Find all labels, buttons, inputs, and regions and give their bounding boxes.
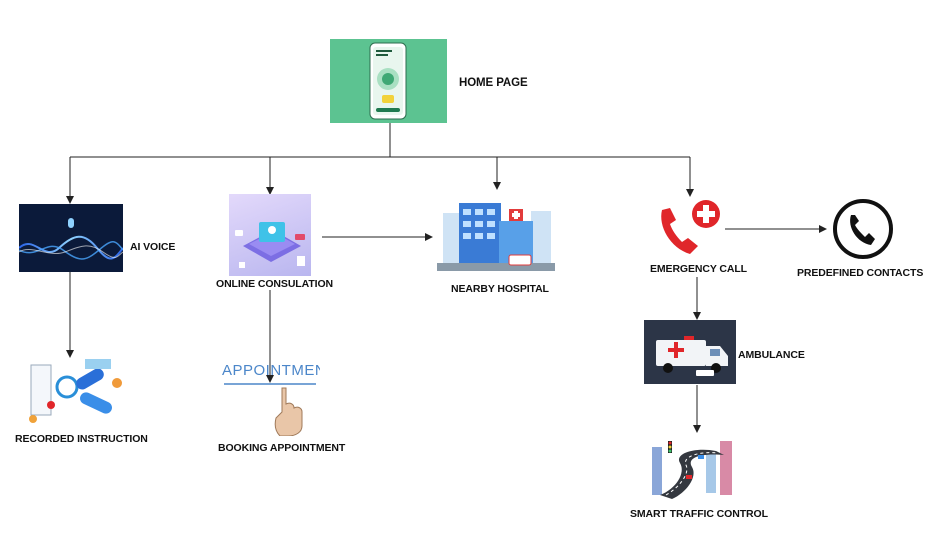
nearby-hospital-image[interactable] [437, 193, 555, 275]
ambulance-icon [656, 336, 728, 376]
ai-voice-image[interactable] [19, 204, 123, 272]
smart-traffic-control-image[interactable] [646, 433, 738, 503]
predefined-contacts-image[interactable] [827, 197, 899, 261]
appointment-text: APPOINTMENT [222, 362, 320, 379]
ai-voice-label: AI VOICE [130, 241, 176, 253]
smart-traffic-control-label: SMART TRAFFIC CONTROL [630, 508, 768, 520]
booking-appointment-label: BOOKING APPOINTMENT [218, 442, 346, 454]
online-consultation-image[interactable] [229, 194, 311, 276]
recorded-instruction-image[interactable] [21, 353, 127, 429]
voice-wave-icon [19, 218, 123, 260]
ambulance-image[interactable] [644, 320, 736, 384]
emergency-phone-icon [661, 200, 720, 254]
emergency-call-label: EMERGENCY CALL [650, 263, 747, 275]
phone-circle-icon [833, 199, 893, 259]
phone-app-icon [369, 42, 407, 120]
medical-instruction-icon [29, 359, 122, 423]
home-page-image[interactable] [330, 39, 447, 123]
hand-icon [224, 383, 316, 436]
booking-appointment-image[interactable]: APPOINTMENT [220, 360, 320, 436]
home-page-label: HOME PAGE [459, 77, 528, 89]
predefined-contacts-label: PREDEFINED CONTACTS [797, 267, 924, 279]
video-consultation-icon [235, 222, 305, 268]
traffic-road-icon [652, 441, 732, 499]
emergency-call-image[interactable] [652, 196, 726, 260]
online-consultation-label: ONLINE CONSULATION [216, 278, 334, 290]
recorded-instruction-label: RECORDED INSTRUCTION [15, 433, 148, 445]
hospital-building-icon [437, 203, 555, 271]
ambulance-label: AMBULANCE [738, 349, 805, 361]
nearby-hospital-label: NEARBY HOSPITAL [451, 283, 549, 295]
